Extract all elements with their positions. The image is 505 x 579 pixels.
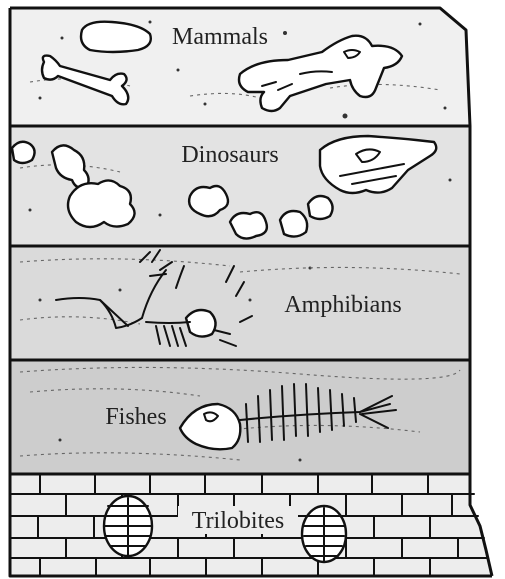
fishes-layer [10, 360, 470, 474]
mammals-label: Mammals [172, 24, 268, 50]
amphibian-skull [186, 310, 216, 337]
fishes-label: Fishes [105, 404, 166, 430]
dinosaurs-label: Dinosaurs [181, 142, 278, 168]
dinosaur-bone-fragment-6 [280, 211, 307, 237]
dinosaur-bone-fragment-5 [230, 212, 267, 238]
dinosaur-bone-fragment-3 [68, 180, 135, 227]
dinosaur-bone-fragment-7 [308, 196, 333, 219]
trilobite-fossil-left [104, 496, 152, 556]
dinosaur-bone-fragment-1 [12, 142, 35, 163]
trilobite-fossil-right [302, 506, 346, 562]
trilobites-label: Trilobites [192, 508, 284, 534]
amphibians-label: Amphibians [284, 292, 401, 318]
fishes-layer-fill [10, 360, 470, 474]
